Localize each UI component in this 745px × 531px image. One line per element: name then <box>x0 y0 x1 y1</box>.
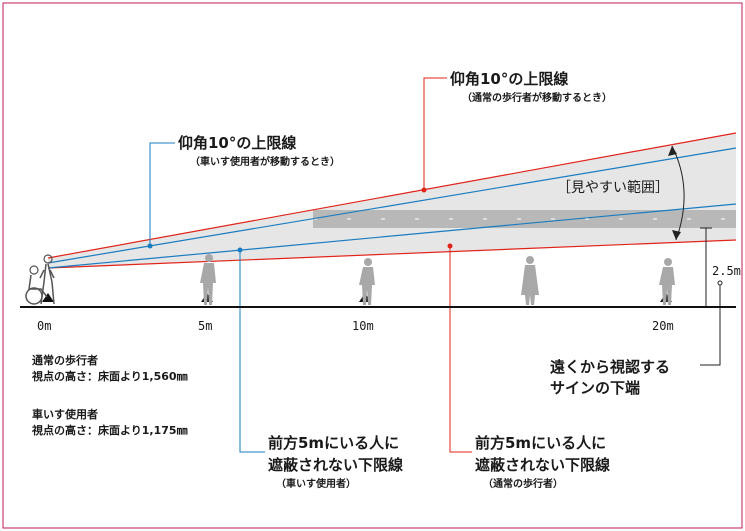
pedestrian-observer-figure <box>39 254 55 305</box>
blue-lower-line1: 前方5mにいる人に <box>268 434 399 452</box>
blue-lower-leader <box>239 250 265 453</box>
sign-bottom-line2: サインの下端 <box>550 379 640 397</box>
arc-arrow-top <box>668 146 677 156</box>
blue-upper-line <box>47 147 737 264</box>
blue-upper-leader <box>149 142 175 246</box>
sign-band <box>313 210 736 228</box>
blue-upper-sub: （車いす使用者が移動するとき） <box>190 155 340 168</box>
red-upper-sub: （通常の歩行者が移動するとき） <box>462 91 612 104</box>
red-lower-sub: （通常の歩行者） <box>483 477 563 490</box>
person-figure-20m <box>659 258 675 305</box>
blue-lower-line2: 遮蔽されない下限線 <box>268 456 403 474</box>
red-upper-line <box>47 132 737 259</box>
red-lower-line <box>47 239 737 269</box>
red-lower-line2: 遮蔽されない下限線 <box>475 456 610 474</box>
blue-upper-title: 仰角10°の上限線 <box>178 134 296 152</box>
pedestrian-title: 通常の歩行者 <box>32 353 98 367</box>
blue-lower-sub: （車いす使用者） <box>276 477 356 490</box>
tick-label-5m: 5m <box>198 319 212 333</box>
blue-lower-line <box>47 203 737 269</box>
height-value: 2.5m <box>712 264 741 278</box>
sign-bottom-point <box>717 280 723 286</box>
red-upper-title: 仰角10°の上限線 <box>450 70 568 88</box>
person-figure-15m <box>521 256 539 305</box>
tick-marker-0m <box>42 293 54 302</box>
red-lower-leader <box>449 246 472 453</box>
person-figure-10m <box>359 258 375 305</box>
range-arc <box>671 145 685 241</box>
visible-range-label: ［見やすい範囲］ <box>557 179 669 196</box>
pedestrian-height: 視点の高さ：床面より1,560㎜ <box>31 369 188 383</box>
wheelchair-height: 視点の高さ：床面より1,175㎜ <box>31 423 188 437</box>
tick-label-10m: 10m <box>352 319 374 333</box>
red-upper-leader <box>423 77 447 190</box>
red-lower-line1: 前方5mにいる人に <box>475 434 606 452</box>
tick-label-0m: 0m <box>37 319 51 333</box>
person-figure-5m <box>200 254 216 305</box>
sign-bottom-line1: 遠くから視認する <box>550 358 670 376</box>
sign-bottom-leader <box>700 283 721 366</box>
wheelchair-title: 車いす使用者 <box>32 407 98 421</box>
tick-label-20m: 20m <box>652 319 674 333</box>
arc-arrow-bottom <box>672 230 681 240</box>
